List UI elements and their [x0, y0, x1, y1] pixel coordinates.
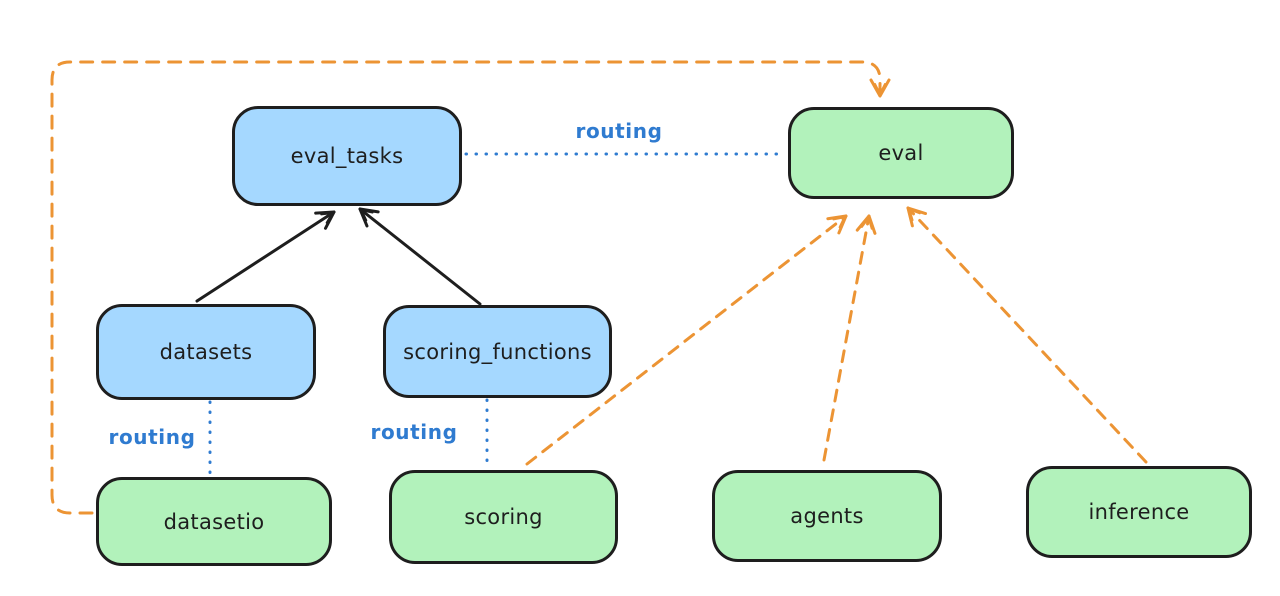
node-datasets-label: datasets: [159, 340, 253, 364]
edge-datasets-to-eval-tasks: [195, 210, 336, 303]
node-scoring: scoring: [389, 470, 618, 564]
node-agents: agents: [712, 470, 942, 562]
node-eval-tasks: eval_tasks: [232, 106, 462, 206]
edge-label-routing-datasets-datasetio: routing: [108, 425, 196, 449]
node-scoring-functions: scoring_functions: [383, 305, 612, 398]
edge-datasetio-to-eval: [50, 60, 891, 515]
edge-scoring-to-eval: [525, 214, 848, 466]
node-agents-label: agents: [790, 504, 864, 528]
node-inference-label: inference: [1088, 500, 1190, 524]
node-eval-tasks-label: eval_tasks: [290, 144, 404, 168]
edge-agents-to-eval: [822, 214, 877, 462]
node-datasets: datasets: [96, 304, 316, 400]
node-eval: eval: [788, 107, 1014, 199]
edge-scoring-functions-to-eval-tasks: [358, 207, 482, 306]
node-eval-label: eval: [878, 141, 924, 165]
node-scoring-label: scoring: [464, 505, 543, 529]
node-inference: inference: [1026, 466, 1252, 558]
edge-label-routing-eval-tasks-eval: routing: [575, 119, 663, 143]
node-scoring-functions-label: scoring_functions: [403, 339, 592, 364]
edge-label-routing-scoring-functions-scoring: routing: [370, 420, 458, 444]
node-datasetio-label: datasetio: [163, 509, 265, 534]
node-datasetio: datasetio: [96, 477, 332, 566]
edge-inference-to-eval: [906, 206, 1148, 464]
